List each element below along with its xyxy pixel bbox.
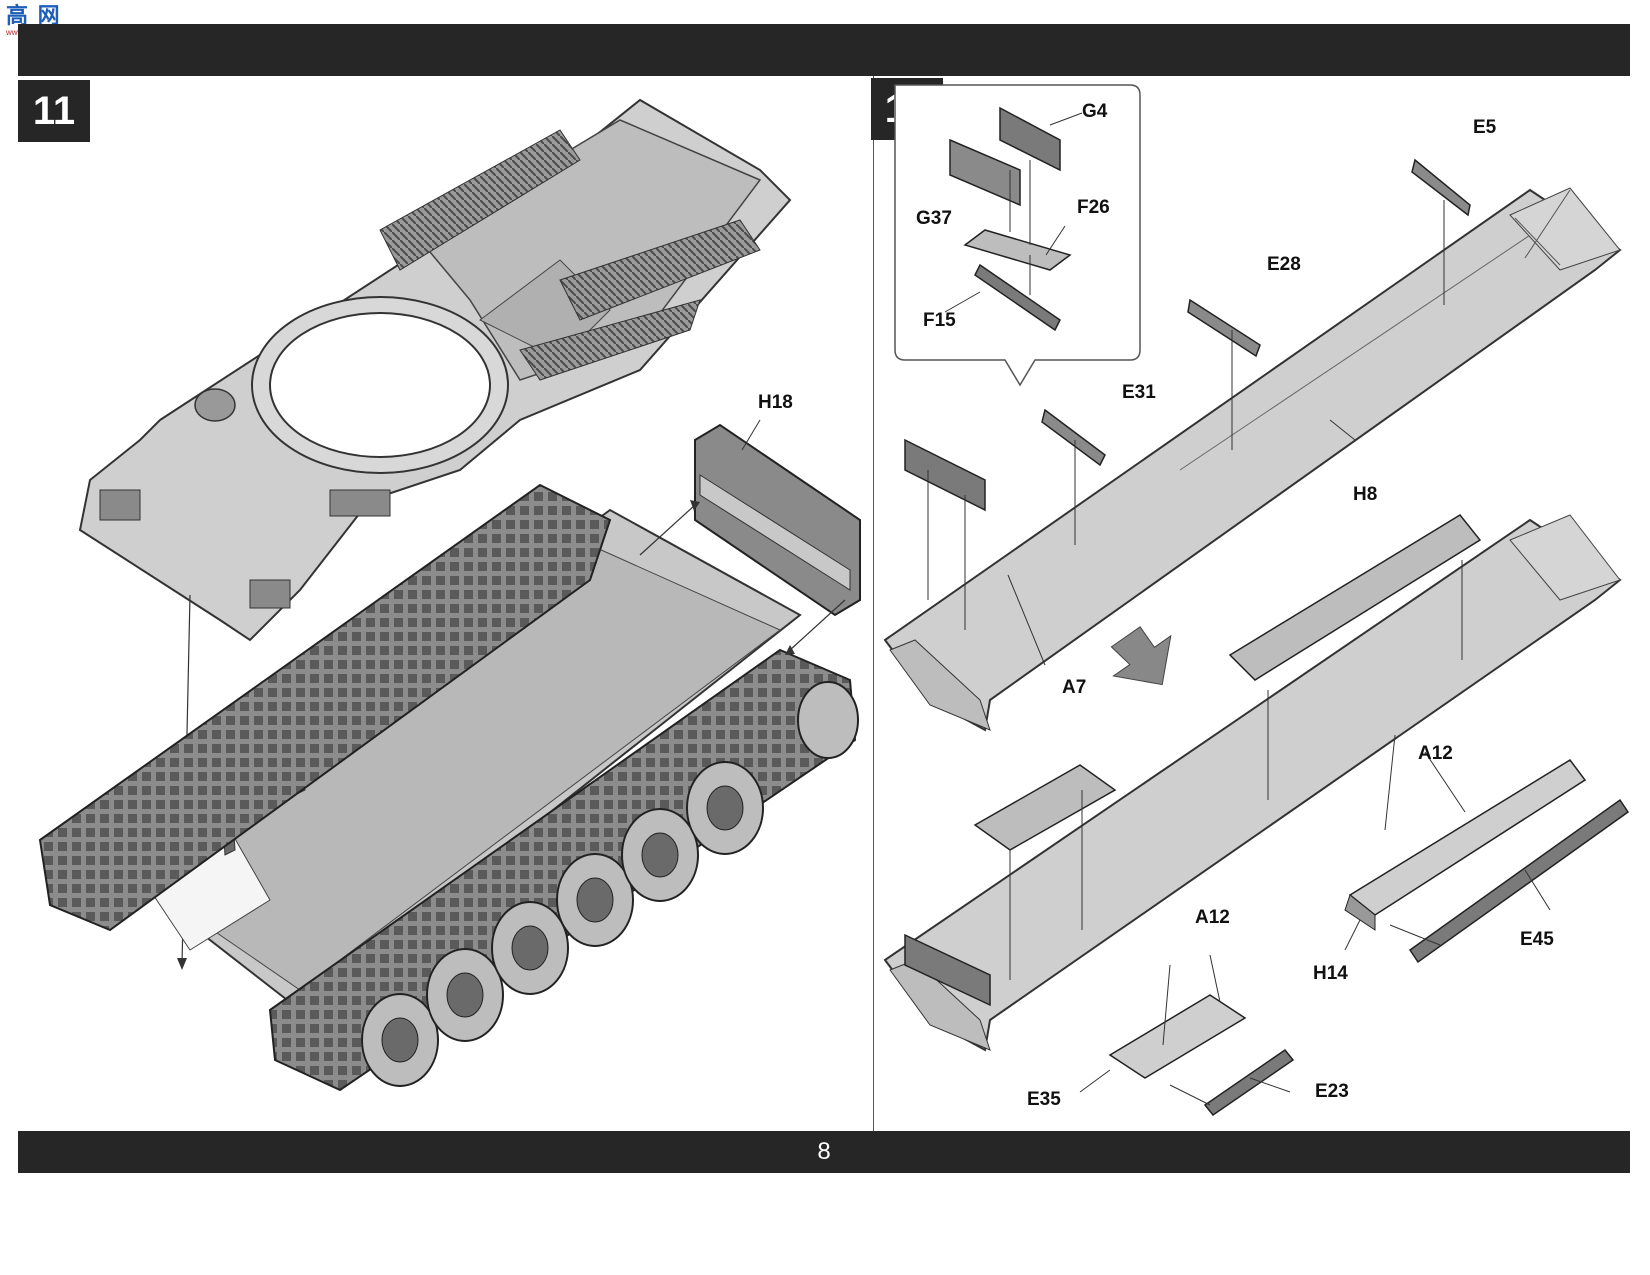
label-a7: A7 <box>1062 677 1087 698</box>
label-e45: E45 <box>1520 929 1554 950</box>
label-g4: G4 <box>1082 101 1108 122</box>
part-e45 <box>1389 798 1630 964</box>
label-h14: H14 <box>1313 963 1348 984</box>
part-h14 <box>1344 734 1587 951</box>
upper-hull <box>78 98 792 642</box>
label-e5: E5 <box>1473 117 1497 138</box>
label-g37: G37 <box>916 208 952 229</box>
label-e35: E35 <box>1027 1089 1061 1110</box>
part-h18 <box>639 419 861 655</box>
label-a12-top: A12 <box>1418 743 1453 764</box>
label-h18: H18 <box>758 392 793 413</box>
part-e28 <box>1187 298 1261 358</box>
header-bar <box>18 24 1630 76</box>
label-h8: H8 <box>1353 484 1378 505</box>
part-h8 <box>883 187 1622 732</box>
label-a12-bottom: A12 <box>1195 907 1230 928</box>
label-f15: F15 <box>923 310 956 331</box>
panel-divider <box>873 76 874 1131</box>
lower-floor-assembly <box>883 514 1622 1052</box>
part-e23 <box>1169 1048 1295 1117</box>
step-11-badge: 11 <box>18 80 90 142</box>
step-11-illustration <box>38 98 861 1092</box>
label-f26: F26 <box>1077 197 1110 218</box>
label-e31: E31 <box>1122 382 1156 403</box>
callout-parts <box>944 106 1083 332</box>
part-e31 <box>1041 408 1106 467</box>
label-e23: E23 <box>1315 1081 1349 1102</box>
flow-arrow <box>1110 626 1172 686</box>
page-number: 8 <box>817 1138 831 1165</box>
lower-hull <box>38 483 859 1092</box>
part-e35 <box>1079 954 1247 1093</box>
footer-bar: 8 <box>18 1131 1630 1173</box>
step-12-illustration <box>883 84 1630 1117</box>
label-e28: E28 <box>1267 254 1301 275</box>
part-e5 <box>1411 158 1471 217</box>
watermark-text: 高 网 <box>6 4 61 29</box>
